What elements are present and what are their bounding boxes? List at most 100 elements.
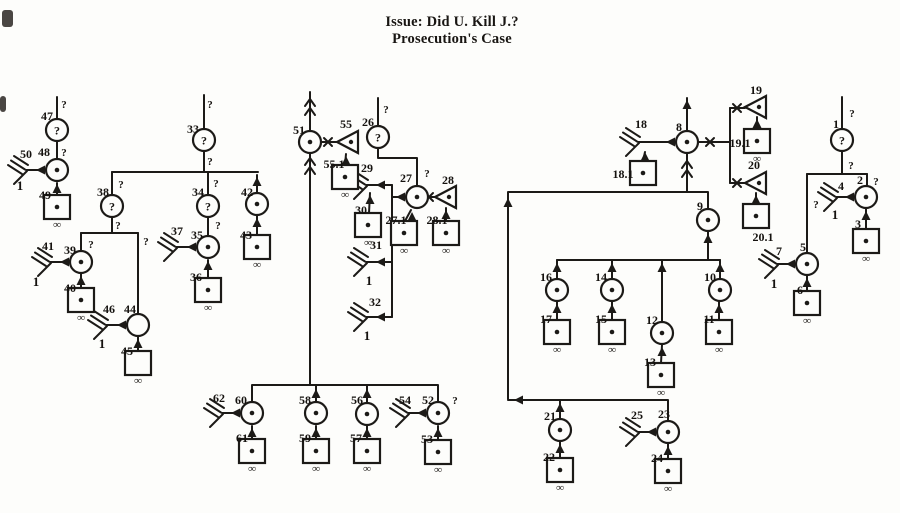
fletching-25-hatch <box>622 421 638 433</box>
node-label-3: 3 <box>855 217 861 231</box>
arrowhead <box>187 242 196 252</box>
node-26-qmark: ? <box>375 131 381 145</box>
infinity-mark: ∞ <box>248 463 256 475</box>
chevron-arrow <box>681 160 693 169</box>
force-one-mark: 1 <box>366 273 373 288</box>
infinity-mark: ∞ <box>553 344 561 356</box>
node-22-dot <box>557 467 563 473</box>
node-58-dot <box>313 410 319 416</box>
node-label-17: 17 <box>540 312 552 326</box>
node-35-dot <box>205 244 211 250</box>
infinity-mark: ∞ <box>434 464 442 476</box>
node-42-dot <box>254 201 260 207</box>
node-33 <box>191 127 217 153</box>
fletching-41-hatch <box>37 247 53 258</box>
node-52-dot <box>435 410 441 416</box>
arrowhead <box>752 119 762 128</box>
node-28 <box>432 184 458 210</box>
fletching-25-hatch <box>625 417 641 428</box>
node-label-55: 55 <box>340 117 352 131</box>
node-label-51: 51 <box>293 123 305 137</box>
node-label-29: 29 <box>361 161 373 175</box>
arrowhead <box>657 263 667 272</box>
arrowhead <box>861 211 871 220</box>
node-label-42: 42 <box>241 185 253 199</box>
fletching-37-hatch <box>163 232 179 243</box>
arrowhead <box>60 257 69 267</box>
arrowhead <box>715 263 725 272</box>
node-19-dot <box>756 104 762 110</box>
node-label-41: 41 <box>42 239 54 253</box>
edge-line <box>507 399 669 422</box>
question-mark: ? <box>383 104 389 116</box>
node-label-18.1: 18.1 <box>613 167 634 181</box>
node-39-dot <box>78 259 84 265</box>
infinity-mark: ∞ <box>134 375 142 387</box>
node-label-60: 60 <box>235 393 247 407</box>
node-label-53: 53 <box>421 432 433 446</box>
fletching-41-hatch <box>31 256 47 267</box>
node-55 <box>334 129 360 155</box>
question-mark: ? <box>61 99 67 111</box>
node-label-4: 4 <box>838 179 844 193</box>
fletching-62-hatch <box>206 402 222 414</box>
fletching-50-hatch <box>10 159 26 171</box>
question-mark: ? <box>143 236 149 248</box>
node-51-dot <box>307 139 313 145</box>
node-label-48: 48 <box>38 145 50 159</box>
node-33-qmark: ? <box>201 134 207 148</box>
node-label-55.1: 55.1 <box>324 157 345 171</box>
node-1-qmark: ? <box>839 134 845 148</box>
fletching-7-hatch <box>764 249 780 260</box>
arrowhead <box>786 259 795 269</box>
fletching-18-hatch <box>619 136 635 147</box>
node-34 <box>195 193 221 219</box>
chevron-arrow <box>304 98 316 107</box>
node-label-57: 57 <box>350 431 362 445</box>
node-label-43: 43 <box>240 228 252 242</box>
question-mark: ? <box>115 220 121 232</box>
node-label-52: 52 <box>422 393 434 407</box>
node-49-dot <box>54 204 60 210</box>
node-5-dot <box>804 261 810 267</box>
fletching-54-hatch <box>395 398 411 409</box>
node-label-5: 5 <box>800 240 806 254</box>
arrowhead <box>441 210 451 219</box>
chevron-arrow <box>304 157 316 166</box>
question-mark: ? <box>452 395 458 407</box>
node-label-8: 8 <box>676 120 682 134</box>
node-label-50: 50 <box>20 147 32 161</box>
node-15-dot <box>609 329 615 335</box>
node-20-dot <box>756 180 762 186</box>
arrowhead <box>203 261 213 270</box>
force-one-mark: 1 <box>33 274 40 289</box>
node-43-dot <box>254 244 260 250</box>
fletching-7-hatch <box>761 253 777 265</box>
node-16-dot <box>554 287 560 293</box>
node-53-dot <box>435 449 441 455</box>
question-mark: ? <box>207 99 213 111</box>
chart-title-line1: Issue: Did U. Kill J.? <box>385 14 519 30</box>
fletching-50-hatch <box>7 164 23 175</box>
chart-title: Issue: Did U. Kill J.? Prosecution's Cas… <box>0 14 900 48</box>
arrowhead <box>845 192 854 202</box>
node-label-22: 22 <box>543 450 555 464</box>
node-10-dot <box>717 287 723 293</box>
node-label-47: 47 <box>41 109 53 123</box>
arrowhead <box>133 339 143 348</box>
fletching-32-tail <box>353 317 368 332</box>
fletching-46-hatch <box>90 314 106 326</box>
fletching-46-hatch <box>93 310 109 321</box>
node-19 <box>742 94 768 120</box>
infinity-mark: ∞ <box>53 219 61 231</box>
arrowhead <box>552 304 562 313</box>
node-label-28.1: 28.1 <box>427 213 448 227</box>
arrowhead <box>647 427 656 437</box>
arrowhead <box>657 347 667 356</box>
node-label-23: 23 <box>658 407 670 421</box>
node-14-dot <box>609 287 615 293</box>
node-27.1-dot <box>401 230 407 236</box>
question-mark: ? <box>873 176 879 188</box>
arrowhead <box>396 192 405 202</box>
